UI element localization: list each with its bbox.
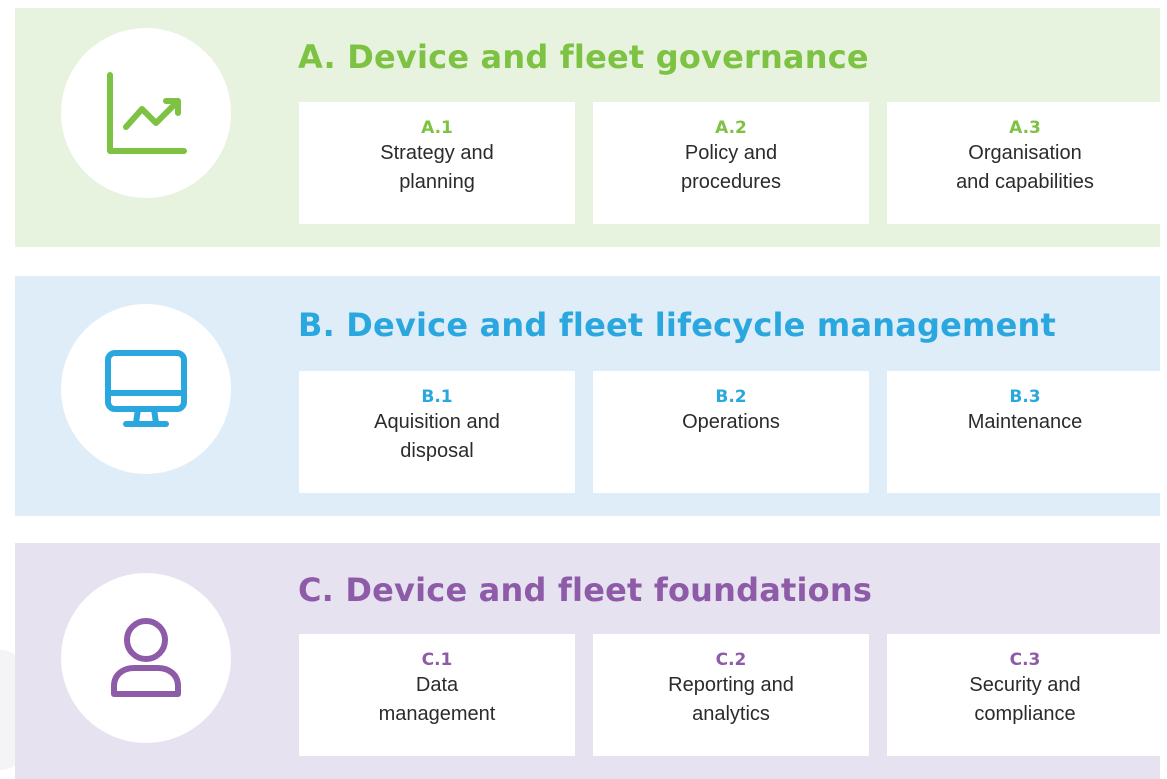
card-label: Operations xyxy=(682,411,780,433)
card-c3: C.3 Security and compliance xyxy=(887,634,1163,756)
section-device-fleet-governance: A. Device and fleet governance A.1 Strat… xyxy=(15,8,1163,247)
section-heading: C. Device and fleet foundations xyxy=(298,571,873,609)
user-icon xyxy=(111,618,181,697)
card-label: Strategy and planning xyxy=(380,142,494,193)
card-code: C.1 xyxy=(421,650,453,670)
card-code: B.1 xyxy=(421,387,453,407)
card-a3: A.3 Organisation and capabilities xyxy=(887,102,1163,224)
section-icon-circle xyxy=(61,28,231,198)
section-icon-circle xyxy=(61,304,231,474)
section-heading: A. Device and fleet governance xyxy=(298,38,869,76)
monitor-icon xyxy=(105,350,187,427)
section-device-fleet-foundations: C. Device and fleet foundations C.1 Data… xyxy=(15,543,1163,779)
trend-chart-icon xyxy=(107,72,187,154)
card-c2: C.2 Reporting and analytics xyxy=(593,634,869,756)
section-device-fleet-lifecycle: B. Device and fleet lifecycle management… xyxy=(15,276,1163,516)
card-b1: B.1 Aquisition and disposal xyxy=(299,371,575,493)
card-code: B.3 xyxy=(1009,387,1041,407)
card-a1: A.1 Strategy and planning xyxy=(299,102,575,224)
card-code: A.3 xyxy=(1009,118,1041,138)
card-label: Data management xyxy=(378,674,496,725)
card-c1: C.1 Data management xyxy=(299,634,575,756)
card-code: A.1 xyxy=(421,118,453,138)
card-b3: B.3 Maintenance xyxy=(887,371,1163,493)
card-row: A.1 Strategy and planning A.2 Policy and… xyxy=(299,102,1163,224)
card-label: Security and compliance xyxy=(969,674,1081,725)
card-label: Reporting and analytics xyxy=(668,674,794,725)
card-code: C.2 xyxy=(715,650,747,670)
card-label: Organisation and capabilities xyxy=(956,142,1094,193)
card-row: C.1 Data management C.2 Reporting and an… xyxy=(299,634,1163,756)
card-row: B.1 Aquisition and disposal B.2 Operatio… xyxy=(299,371,1163,493)
card-label: Policy and procedures xyxy=(680,142,782,193)
card-b2: B.2 Operations xyxy=(593,371,869,493)
card-label: Aquisition and disposal xyxy=(374,411,500,462)
section-heading: B. Device and fleet lifecycle management xyxy=(298,306,1056,344)
section-icon-circle xyxy=(61,573,231,743)
card-code: B.2 xyxy=(715,387,747,407)
card-a2: A.2 Policy and procedures xyxy=(593,102,869,224)
card-code: A.2 xyxy=(715,118,747,138)
card-code: C.3 xyxy=(1009,650,1041,670)
card-label: Maintenance xyxy=(967,411,1083,433)
